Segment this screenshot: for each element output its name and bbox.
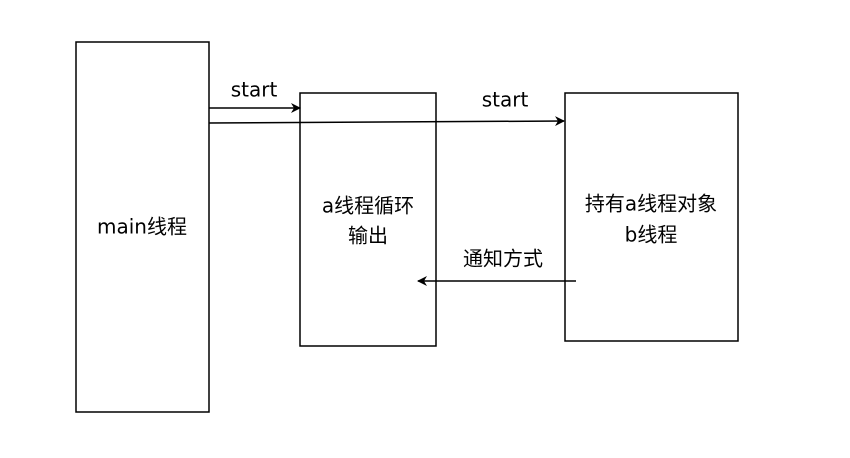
- edge-main-to-b-arrow: [208, 116, 565, 127]
- edge-b-to-a-label: 通知方式: [463, 247, 543, 271]
- node-main-thread-box: [75, 41, 210, 413]
- edge-main-to-a[interactable]: start: [209, 78, 301, 113]
- node-a-thread-box: [299, 92, 437, 347]
- node-main-thread-label: main线程: [97, 215, 187, 239]
- edge-main-to-b[interactable]: start: [208, 88, 565, 127]
- node-b-thread-label-line-2: b线程: [625, 223, 678, 247]
- edge-main-to-b-label: start: [482, 88, 529, 112]
- node-b-thread-label-line-1: 持有a线程对象: [585, 192, 717, 216]
- edge-main-to-a-label: start: [231, 78, 278, 102]
- node-main-thread[interactable]: main线程: [75, 41, 210, 413]
- node-a-thread-label-line-2: 输出: [348, 224, 388, 248]
- edge-b-to-a[interactable]: 通知方式: [417, 247, 576, 286]
- node-b-thread-box: [564, 92, 739, 342]
- node-a-thread[interactable]: a线程循环 输出: [299, 92, 437, 347]
- node-b-thread[interactable]: 持有a线程对象 b线程: [564, 92, 739, 342]
- node-a-thread-label-line-1: a线程循环: [322, 194, 414, 218]
